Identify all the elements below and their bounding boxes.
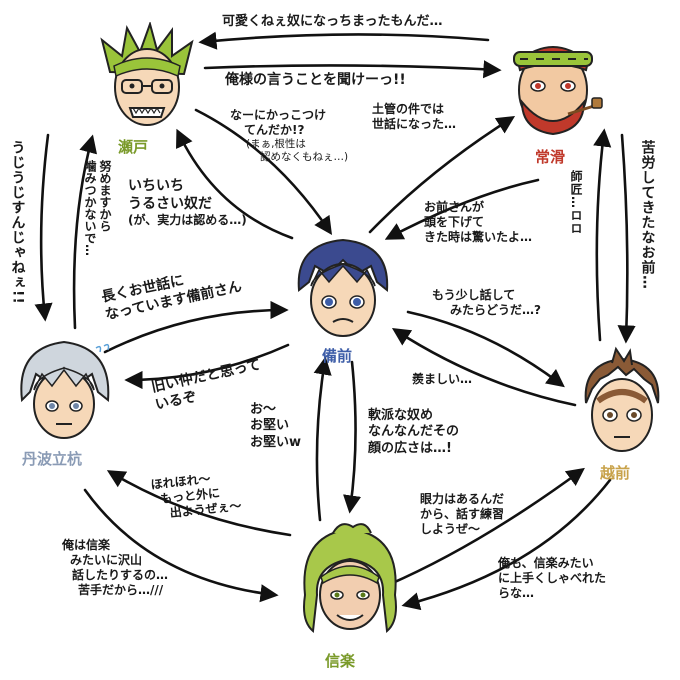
label-seto-to-bizen-note1: (まぁ,根性は [246, 138, 306, 150]
arrow-shigaraki-to-bizen [313, 356, 332, 522]
label-bizen-to-shigaraki-line2: なんなんだその [368, 424, 460, 440]
label-shigaraki-to-echizen: 眼力はあるんだ から、話す練習 しようぜ～ [420, 492, 504, 537]
arrow-bizen-to-shigaraki [343, 360, 362, 514]
label-tamba-to-shigaraki-line2: みたいに沢山 [70, 553, 143, 567]
arrow-tokoname-to-echizen [617, 133, 636, 344]
tokoname-face-illustration [513, 46, 603, 136]
label-seto-to-tamba: うじうじすんじゃねぇ!! [9, 140, 26, 305]
label-shigaraki-to-echizen-line1: 眼力はあるんだ [420, 492, 505, 506]
arrow-tamba-to-seto [72, 134, 98, 330]
label-tamba-to-shigaraki-line3: 話したりするの… [72, 568, 169, 582]
label-tamba-to-seto-line1: 努めますから [98, 160, 112, 232]
arrow-bizen-to-echizen [406, 310, 565, 388]
bizen-face-illustration [297, 238, 389, 337]
label-bizen-to-seto-line1: いちいち [128, 178, 184, 194]
tamba-face-illustration [20, 340, 110, 439]
character-name-bizen: 備前 [322, 347, 353, 365]
arrow-seto-to-tamba [34, 133, 53, 322]
label-echizen-to-shigaraki-line1: 俺も、信楽みたい [498, 556, 594, 570]
label-bizen-to-tokoname-line1: 土管の件では [372, 102, 445, 116]
label-bizen-to-seto-line2: うるさい奴だ [128, 195, 212, 212]
label-echizen-to-tokoname: 苦労してきたなお前… [639, 140, 656, 290]
character-name-tokoname: 常滑 [535, 148, 566, 166]
arrow-seto-to-tokoname [203, 60, 502, 79]
arrow-bizen-to-seto [176, 128, 294, 240]
label-bizen-to-tokoname: 土管の件では 世話になった… [372, 102, 456, 132]
label-seto-to-bizen-note2: 認めなくもねぇ…) [260, 151, 349, 164]
label-echizen-to-bizen: 羨ましい… [412, 372, 473, 386]
arrow-echizen-to-tokoname [593, 128, 612, 342]
label-echizen-to-shigaraki-line3: らな… [498, 586, 535, 600]
seto-face-illustration [100, 22, 194, 126]
character-name-shigaraki: 信楽 [325, 652, 356, 670]
label-bizen-to-tokoname-line2: 世話になった… [372, 117, 457, 131]
arrow-tokoname-to-seto [198, 31, 490, 50]
echizen-face-illustration [584, 346, 660, 452]
arrow-echizen-to-bizen [391, 328, 577, 407]
label-seto-to-bizen-line1: なーにかっこつけ [230, 108, 327, 122]
label-bizen-to-echizen: もう少し話して みたらどうだ…? [432, 288, 541, 318]
label-tamba-to-shigaraki-line4: 苦手だから…/// [78, 583, 164, 597]
label-bizen-to-shigaraki-line3: 顔の広さは…! [368, 440, 452, 456]
label-bizen-to-shigaraki-line1: 軟派な奴め [368, 408, 434, 423]
label-shigaraki-to-bizen-line3: お堅いw [250, 434, 302, 450]
label-echizen-to-shigaraki-line2: に上手くしゃべれた [498, 571, 607, 585]
label-shigaraki-to-bizen-line1: お～ [250, 402, 277, 417]
label-bizen-to-echizen-line2: みたらどうだ…? [450, 303, 541, 317]
label-tamba-to-seto: 努めますから 噛みつかないで… [82, 160, 112, 256]
label-shigaraki-to-echizen-line3: しようぜ～ [420, 522, 481, 536]
arrow-bizen-to-tamba [124, 343, 290, 390]
label-shigaraki-to-bizen: お～ お堅い お堅いw [250, 402, 301, 451]
label-tokoname-to-echizen: 師匠…ロロ [569, 170, 583, 235]
arrow-shigaraki-to-echizen [386, 467, 585, 587]
label-echizen-to-shigaraki: 俺も、信楽みたい に上手くしゃべれた らな… [498, 556, 606, 601]
label-bizen-to-echizen-line1: もう少し話して [432, 288, 516, 302]
arrow-tamba-to-bizen [103, 300, 289, 354]
label-tokoname-to-bizen-line3: きた時は驚いたよ… [424, 230, 533, 244]
character-name-echizen: 越前 [600, 464, 631, 482]
label-tokoname-to-bizen-line2: 頭を下げて [424, 215, 485, 229]
label-seto-to-bizen: なーにかっこつけ てんだか!? (まぁ,根性は 認めなくもねぇ…) [230, 108, 348, 164]
label-shigaraki-to-echizen-line2: から、話す練習 [420, 507, 505, 521]
arrow-shigaraki-to-tamba [106, 470, 292, 537]
arrow-seto-to-bizen [194, 108, 333, 236]
label-shigaraki-to-bizen-line2: お堅い [250, 418, 290, 434]
label-tamba-to-seto-line2: 噛みつかないで… [83, 160, 97, 256]
label-tokoname-to-bizen: お前さんが 頭を下げて きた時は驚いたよ… [424, 200, 532, 245]
label-tokoname-to-seto: 可愛くねぇ奴になっちまったもんだ… [222, 14, 443, 29]
label-seto-to-bizen-line2: てんだか!? [244, 123, 305, 137]
character-name-tamba: 丹波立杭 [22, 450, 83, 468]
arrow-bizen-to-tokoname [368, 116, 516, 234]
label-tamba-to-shigaraki-line1: 俺は信楽 [62, 538, 111, 552]
arrow-echizen-to-shigaraki [401, 478, 612, 611]
label-bizen-to-seto-line3: (が、実力は認める…) [128, 213, 247, 227]
arrow-tokoname-to-bizen [384, 178, 540, 240]
label-bizen-to-seto: いちいち うるさい奴だ (が、実力は認める…) [128, 178, 247, 228]
label-shigaraki-to-tamba: ほれほれ～ もっと外に 出ようぜぇ～ [150, 469, 242, 523]
arrow-tamba-to-shigaraki [83, 488, 279, 603]
character-name-seto: 瀬戸 [118, 138, 149, 156]
label-seto-to-tokoname: 俺様の言うことを聞けーっ!! [225, 72, 406, 88]
label-tamba-to-shigaraki: 俺は信楽 みたいに沢山 話したりするの… 苦手だから…/// [62, 538, 168, 598]
label-bizen-to-shigaraki: 軟派な奴め なんなんだその 顔の広さは…! [368, 408, 459, 457]
label-tokoname-to-bizen-line1: お前さんが [424, 200, 485, 214]
shigaraki-face-illustration [303, 523, 397, 633]
